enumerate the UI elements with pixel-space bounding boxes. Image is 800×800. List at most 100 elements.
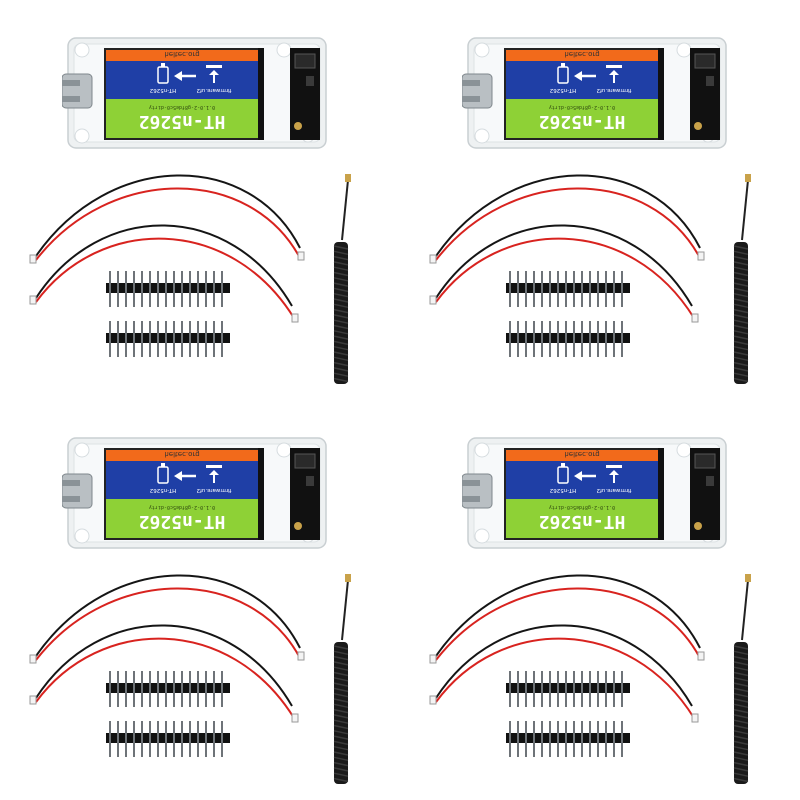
antenna-coil bbox=[733, 245, 749, 250]
antenna-coil bbox=[733, 724, 749, 730]
lora-board: heltec.org HT-n5262 firmware.uf2 0.1.0-2… bbox=[62, 37, 327, 149]
antenna-coil bbox=[733, 745, 749, 751]
arrow-left-icon bbox=[174, 71, 196, 81]
antenna-coil bbox=[733, 367, 749, 372]
spring-antenna bbox=[733, 574, 751, 784]
antenna-coil bbox=[333, 282, 349, 287]
antenna-coil bbox=[733, 677, 749, 682]
antenna-coil bbox=[333, 250, 349, 256]
antenna-coil bbox=[733, 377, 749, 383]
antenna-coil bbox=[733, 261, 749, 266]
header-pins bbox=[509, 321, 623, 357]
battery-cable bbox=[429, 574, 705, 664]
pcb-edge bbox=[290, 48, 320, 140]
kit-3: heltec.org HT-n5262 firmware.uf2 0.1.0-2… bbox=[0, 400, 400, 800]
antenna-coils bbox=[333, 245, 349, 383]
usb-drive-icon bbox=[557, 63, 569, 84]
antenna-coil bbox=[333, 687, 349, 693]
antenna-coil bbox=[333, 661, 349, 666]
header-pins bbox=[509, 271, 623, 307]
pcb-edge bbox=[690, 48, 720, 140]
antenna-coil bbox=[333, 740, 349, 746]
antenna-coil bbox=[333, 698, 349, 703]
antenna-coil bbox=[733, 687, 749, 693]
pcb-edge bbox=[690, 448, 720, 540]
antenna-coil bbox=[733, 361, 749, 367]
upload-tray-icon bbox=[606, 65, 622, 83]
antenna-coil bbox=[733, 772, 749, 777]
pin-header bbox=[506, 721, 630, 757]
screen-model-small: HT-n5262 bbox=[550, 487, 576, 493]
antenna-coil bbox=[333, 335, 349, 340]
antenna-coil bbox=[333, 277, 349, 282]
antenna-coil bbox=[733, 308, 749, 314]
antenna-coil bbox=[733, 266, 749, 271]
antenna-coil bbox=[333, 271, 349, 277]
pin-header bbox=[106, 721, 230, 757]
antenna-coil bbox=[333, 255, 349, 261]
header-pins bbox=[109, 671, 223, 707]
antenna-coil bbox=[733, 719, 749, 724]
screen-version: 0.1.0-2-g8fde5c0-dirty bbox=[149, 504, 215, 510]
arrow-left-icon bbox=[574, 471, 596, 481]
usb-c-connector bbox=[462, 73, 493, 109]
screen-model-small: HT-n5262 bbox=[150, 487, 176, 493]
antenna-coil bbox=[333, 756, 349, 762]
antenna-coil bbox=[733, 250, 749, 256]
antenna-coil bbox=[733, 671, 749, 677]
antenna-coil bbox=[733, 661, 749, 666]
antenna-coil bbox=[733, 271, 749, 277]
pin-header bbox=[506, 271, 630, 307]
antenna-coil bbox=[733, 655, 749, 661]
antenna-coil bbox=[733, 372, 749, 377]
lora-board: heltec.org HT-n5262 firmware.uf2 0.1.0-2… bbox=[462, 437, 727, 549]
antenna-coil bbox=[733, 314, 749, 319]
antenna-coil bbox=[333, 308, 349, 314]
screen-model-small: HT-n5262 bbox=[150, 87, 176, 93]
antenna-coil bbox=[333, 292, 349, 298]
antenna-coil bbox=[333, 761, 349, 767]
antenna-coil bbox=[733, 340, 749, 346]
antenna-coil bbox=[733, 351, 749, 356]
antenna-coil bbox=[733, 756, 749, 762]
usb-c-connector bbox=[462, 473, 493, 509]
antenna-coil bbox=[733, 777, 749, 783]
antenna-coil bbox=[733, 298, 749, 303]
antenna-coil bbox=[733, 682, 749, 687]
pin-header bbox=[106, 271, 230, 307]
antenna-coil bbox=[733, 319, 749, 324]
antenna-coil bbox=[733, 666, 749, 671]
antenna-coil bbox=[733, 335, 749, 340]
kit-1: heltec.org HT-n5262 firmware.uf2 0.1.0-2… bbox=[0, 0, 400, 400]
antenna-coil bbox=[733, 740, 749, 746]
antenna-coil bbox=[333, 677, 349, 682]
battery-cable bbox=[29, 624, 299, 723]
antenna-coil bbox=[733, 345, 749, 351]
antenna-coil bbox=[333, 751, 349, 756]
antenna-coil bbox=[333, 245, 349, 250]
antenna-coils bbox=[733, 245, 749, 383]
usb-c-connector bbox=[62, 73, 93, 109]
usb-c-connector bbox=[62, 473, 93, 509]
upload-tray-icon bbox=[206, 65, 222, 83]
antenna-coil bbox=[333, 655, 349, 661]
antenna-coil bbox=[333, 298, 349, 303]
antenna-coil bbox=[333, 287, 349, 293]
battery-cable bbox=[429, 224, 699, 323]
antenna-coil bbox=[333, 666, 349, 671]
screen-version: 0.1.0-2-g8fde5c0-dirty bbox=[149, 104, 215, 110]
screen-firmware-file: firmware.uf2 bbox=[196, 87, 231, 93]
screen-banner-text: heltec.org bbox=[564, 50, 599, 58]
header-pins bbox=[109, 271, 223, 307]
antenna-coil bbox=[333, 324, 349, 330]
antenna-coil bbox=[733, 255, 749, 261]
spring-antenna bbox=[333, 174, 351, 384]
screen-firmware-file: firmware.uf2 bbox=[196, 487, 231, 493]
antenna-coil bbox=[733, 650, 749, 656]
antenna-coil bbox=[333, 361, 349, 367]
antenna-coil bbox=[733, 277, 749, 282]
antenna-coil bbox=[333, 777, 349, 783]
header-pins bbox=[109, 321, 223, 357]
pin-header bbox=[106, 321, 230, 357]
screen-version: 0.1.0-2-g8fde5c0-dirty bbox=[549, 104, 615, 110]
